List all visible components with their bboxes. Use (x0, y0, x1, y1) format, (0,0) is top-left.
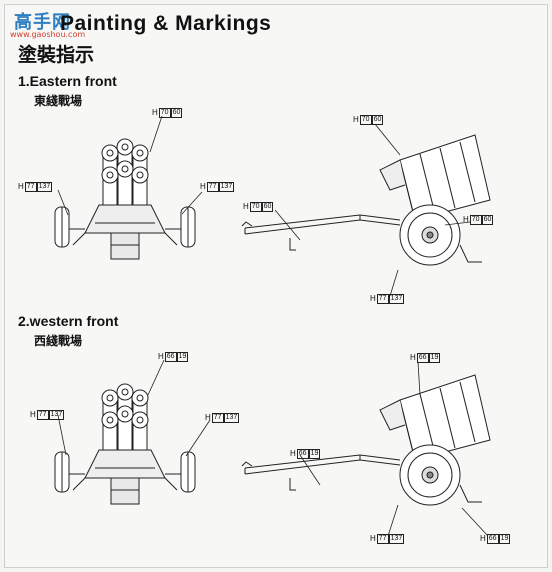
front-view-eastern (54, 138, 196, 260)
section-subtitle-western: 西綫戰場 (34, 334, 83, 348)
watermark-text: 高手网 (14, 12, 71, 33)
side-view-western (241, 374, 491, 506)
watermark-url: www.gaoshou.com (10, 30, 86, 39)
watermark-logo: 高手网 www.gaoshou.com (6, 6, 92, 44)
side-view-eastern (241, 134, 491, 266)
page-title: Painting & Markings (60, 12, 272, 35)
page-subtitle: 塗裝指示 (18, 44, 95, 66)
section-title-eastern: 1.Eastern front (18, 73, 117, 89)
section-title-western: 2.western front (18, 313, 119, 329)
section-subtitle-eastern: 東綫戰場 (34, 94, 83, 108)
front-view-western (54, 383, 196, 505)
